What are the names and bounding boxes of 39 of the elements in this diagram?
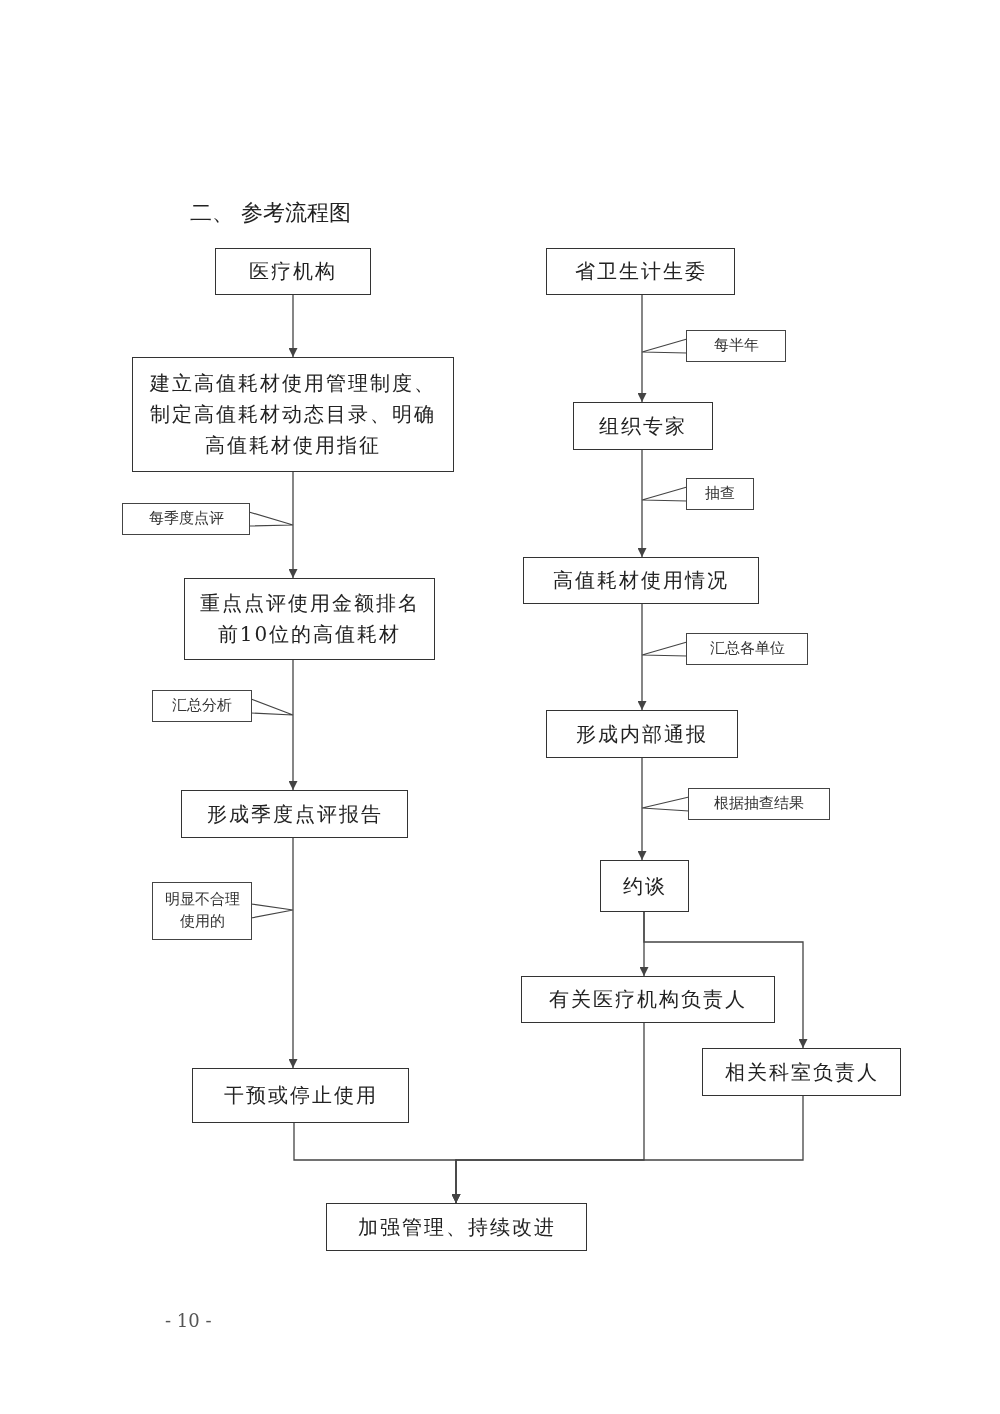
arrow bbox=[451, 1095, 804, 1204]
box-label: 重点点评使用金额排名前10位的高值耗材 bbox=[198, 590, 421, 648]
box-label: 相关科室负责人 bbox=[724, 1058, 879, 1086]
box-label: 省卫生计生委 bbox=[574, 258, 707, 285]
process-box bbox=[181, 790, 408, 838]
arrow bbox=[643, 911, 808, 1049]
process-box bbox=[573, 402, 713, 450]
arrow bbox=[637, 603, 647, 711]
process-box bbox=[702, 1048, 901, 1096]
box-label: 加强管理、持续改进 bbox=[357, 1213, 556, 1241]
box-label: 组织专家 bbox=[599, 412, 687, 440]
box-label: 医疗机构 bbox=[249, 258, 337, 285]
arrow bbox=[637, 449, 647, 558]
process-box bbox=[546, 248, 735, 295]
process-box bbox=[326, 1203, 587, 1251]
box-label: 建立高值耗材使用管理制度、制定高值耗材动态目录、明确高值耗材使用指征 bbox=[149, 370, 437, 459]
box-label: 形成内部通报 bbox=[576, 720, 708, 748]
box-label: 形成季度点评报告 bbox=[206, 800, 383, 828]
section-heading: 二、 参考流程图 bbox=[190, 199, 351, 227]
arrow bbox=[288, 837, 298, 1069]
box-label: 干预或停止使用 bbox=[223, 1082, 378, 1109]
process-box bbox=[523, 557, 759, 604]
page-number: - 10 - bbox=[165, 1310, 212, 1331]
process-box bbox=[132, 357, 454, 472]
process-box bbox=[546, 710, 738, 758]
box-label: 有关医疗机构负责人 bbox=[549, 986, 747, 1013]
process-box bbox=[215, 248, 371, 295]
arrow bbox=[288, 294, 298, 358]
arrow bbox=[288, 659, 298, 791]
edge-label: 明显不合理使用的 bbox=[152, 882, 252, 940]
arrow bbox=[637, 757, 647, 861]
process-box bbox=[184, 578, 435, 660]
process-box bbox=[600, 860, 689, 912]
process-box bbox=[192, 1068, 409, 1123]
arrow bbox=[637, 294, 647, 403]
process-box bbox=[521, 976, 775, 1023]
arrow bbox=[288, 471, 298, 579]
box-label: 约谈 bbox=[622, 872, 667, 900]
box-label: 高值耗材使用情况 bbox=[553, 567, 729, 594]
